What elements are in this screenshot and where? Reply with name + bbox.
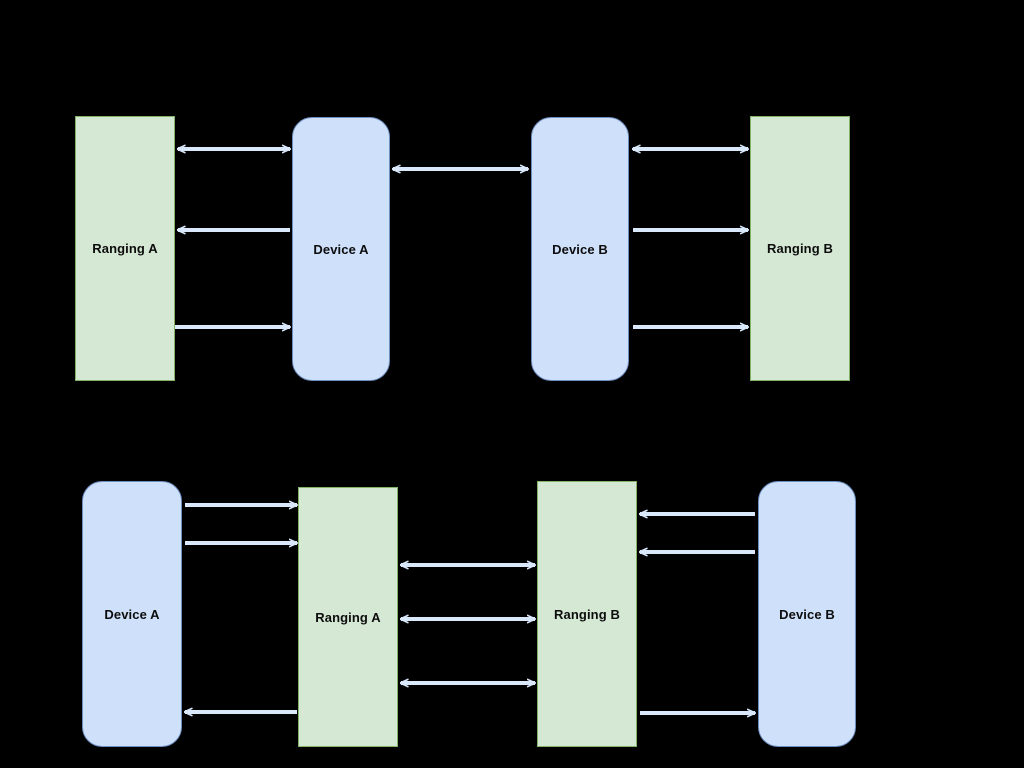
node-label: Ranging A	[92, 241, 158, 256]
node-label: Ranging B	[554, 606, 620, 622]
node-top-device-a[interactable]: Device A	[292, 117, 390, 381]
node-label: Device B	[779, 606, 835, 622]
node-label: Device A	[313, 241, 369, 257]
node-bot-device-a[interactable]: Device A	[82, 481, 182, 747]
node-bot-device-b[interactable]: Device B	[758, 481, 856, 747]
node-top-device-b[interactable]: Device B	[531, 117, 629, 381]
node-label: Device A	[104, 606, 160, 622]
node-bot-ranging-a[interactable]: Ranging A	[298, 487, 398, 747]
node-label: Device B	[552, 241, 608, 257]
node-bot-ranging-b[interactable]: Ranging B	[537, 481, 637, 747]
node-top-ranging-b[interactable]: Ranging B	[750, 116, 850, 381]
node-top-ranging-a[interactable]: Ranging A	[75, 116, 175, 381]
node-label: Ranging B	[767, 241, 833, 256]
node-label: Ranging A	[315, 609, 381, 625]
